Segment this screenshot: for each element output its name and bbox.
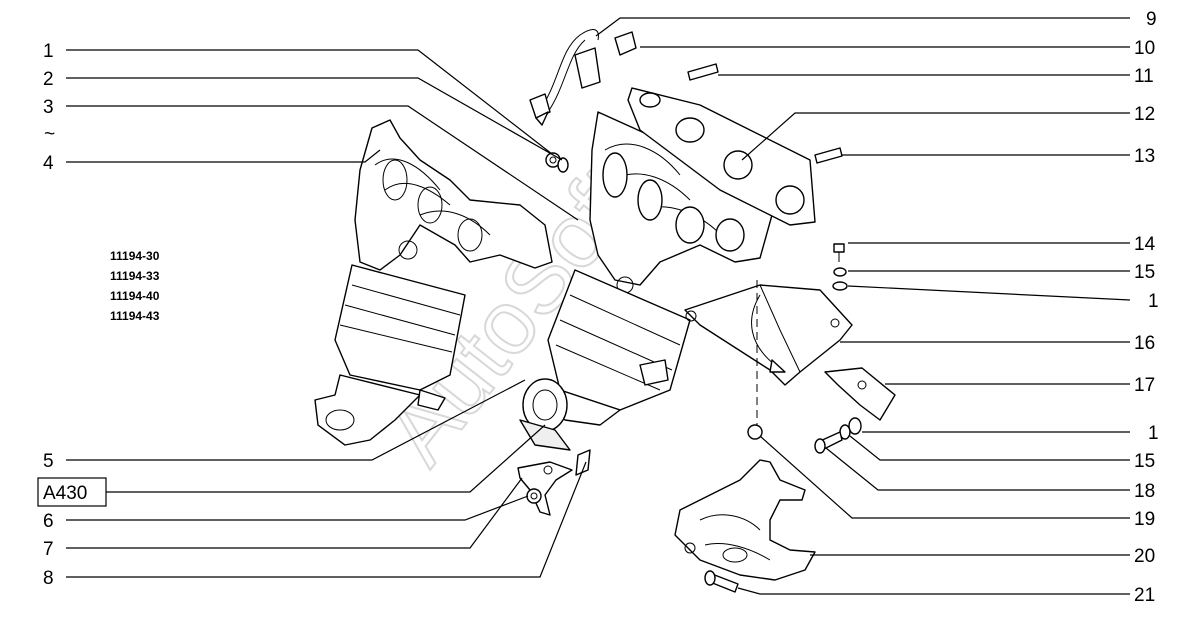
mount-bracket xyxy=(824,367,896,421)
label-15-top: 15 xyxy=(1134,262,1155,283)
washer-1 xyxy=(557,157,569,173)
label-1: 1 xyxy=(43,41,54,62)
label-4: 4 xyxy=(43,153,54,174)
label-12: 12 xyxy=(1134,104,1155,125)
model-codes: 11194-30 11194-33 11194-40 11194-43 xyxy=(110,249,160,323)
label-3: 3 xyxy=(43,97,54,118)
label-10: 10 xyxy=(1134,38,1155,59)
label-19: 19 xyxy=(1134,509,1155,530)
label-13: 13 xyxy=(1134,146,1155,167)
label-14: 14 xyxy=(1134,234,1156,255)
model-code-3: 11194-40 xyxy=(110,289,160,303)
flange-gasket xyxy=(519,378,571,451)
leader-lines xyxy=(66,17,1131,595)
label-7: 7 xyxy=(43,539,54,560)
exhaust-manifold xyxy=(589,111,773,294)
heat-shield-bracket xyxy=(684,284,853,386)
model-code-2: 11194-33 xyxy=(110,269,160,283)
left-labels: 1 2 3 ~ 4 5 6 7 8 xyxy=(43,41,55,589)
label-15-bottom: 15 xyxy=(1134,451,1155,472)
label-6: 6 xyxy=(43,511,54,532)
arrow-path xyxy=(751,294,776,366)
nut-19 xyxy=(747,424,763,440)
model-code-4: 11194-43 xyxy=(110,309,160,323)
label-16: 16 xyxy=(1134,333,1155,354)
lower-heat-shield xyxy=(674,459,816,581)
bracket-7 xyxy=(517,461,573,516)
right-labels: 9 10 11 12 13 14 15 1 16 17 1 15 18 19 2… xyxy=(1134,9,1159,606)
catalyst-manifold-assembly-left xyxy=(314,119,553,446)
clip xyxy=(614,31,637,56)
boxed-label: A430 xyxy=(43,483,87,504)
label-17: 17 xyxy=(1134,375,1155,396)
label-18: 18 xyxy=(1134,481,1155,502)
manifold-gasket xyxy=(627,87,816,226)
bolt-14 xyxy=(833,243,845,262)
bolt-18 xyxy=(814,431,843,454)
stud-8 xyxy=(575,449,591,476)
catalytic-converter xyxy=(529,269,691,426)
model-code-1: 11194-30 xyxy=(110,249,160,263)
label-5: 5 xyxy=(43,451,54,472)
label-9: 9 xyxy=(1146,9,1157,30)
label-8: 8 xyxy=(43,568,54,589)
bolt-21 xyxy=(704,570,739,593)
boxed-label-frame xyxy=(37,477,107,507)
label-2: 2 xyxy=(43,69,54,90)
label-1-lower: 1 xyxy=(1148,423,1159,444)
label-20: 20 xyxy=(1134,546,1155,567)
nut-6 xyxy=(526,488,542,504)
washer-1-top xyxy=(832,281,848,291)
oxygen-sensor xyxy=(529,29,601,126)
label-21: 21 xyxy=(1134,585,1155,606)
label-11: 11 xyxy=(1134,66,1154,87)
washer-15-top xyxy=(833,267,847,277)
washer-1-bottom xyxy=(848,417,862,435)
stud-11 xyxy=(687,63,719,81)
label-tilde: ~ xyxy=(44,124,55,145)
boxed-label-group: A430 xyxy=(37,477,107,507)
stud-13 xyxy=(814,147,843,164)
label-1-upper: 1 xyxy=(1148,291,1159,312)
arrow-head xyxy=(769,359,786,373)
